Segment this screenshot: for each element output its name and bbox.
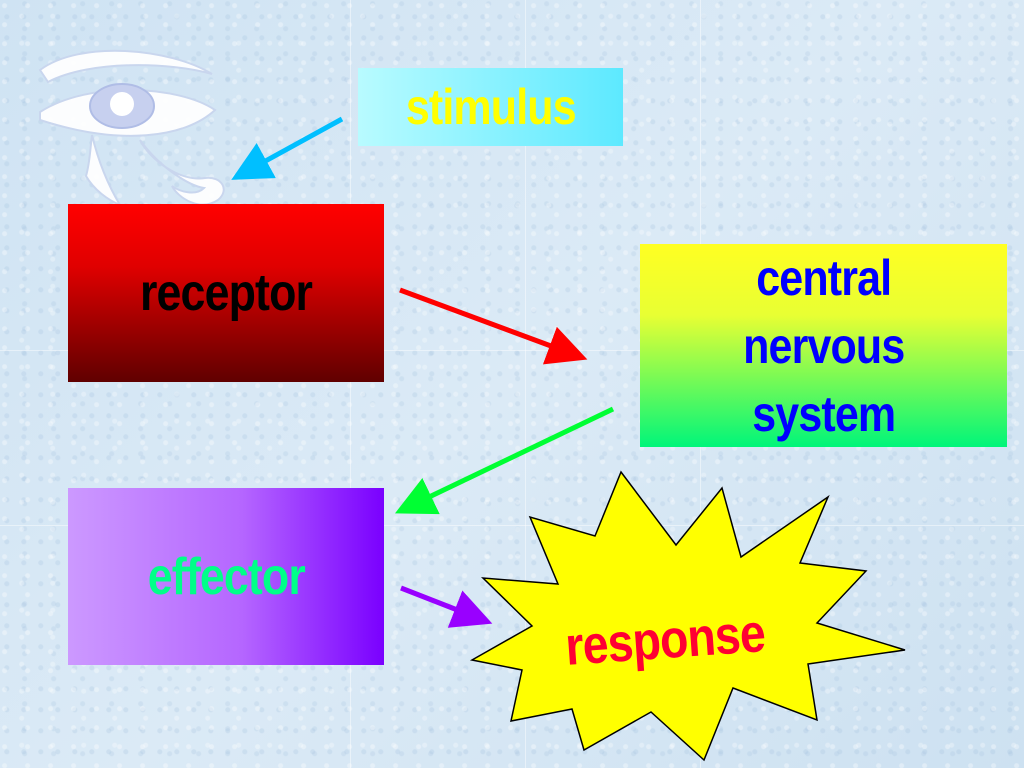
central-nervous-system-box: central nervous system <box>640 244 1007 447</box>
response-label: response <box>563 603 767 677</box>
stimulus-label: stimulus <box>405 79 577 135</box>
arrow-receptor-to-cns <box>399 287 588 365</box>
receptor-label: receptor <box>139 264 313 322</box>
receptor-box: receptor <box>68 204 384 382</box>
stimulus-box: stimulus <box>358 68 623 146</box>
background-seam <box>0 350 1024 351</box>
arrow-stimulus-to-receptor <box>231 116 344 180</box>
cns-label-line-2: nervous <box>742 317 905 374</box>
background-seam <box>0 525 1024 526</box>
effector-label: effector <box>147 547 305 606</box>
background-seam <box>525 0 526 768</box>
cns-label-line-3: system <box>751 385 896 442</box>
arrow-effector-to-response <box>400 585 493 628</box>
cns-label-line-1: central <box>755 249 892 306</box>
arrow-cns-to-effector <box>394 406 615 515</box>
background-seam <box>350 0 351 768</box>
effector-box: effector <box>68 488 384 665</box>
